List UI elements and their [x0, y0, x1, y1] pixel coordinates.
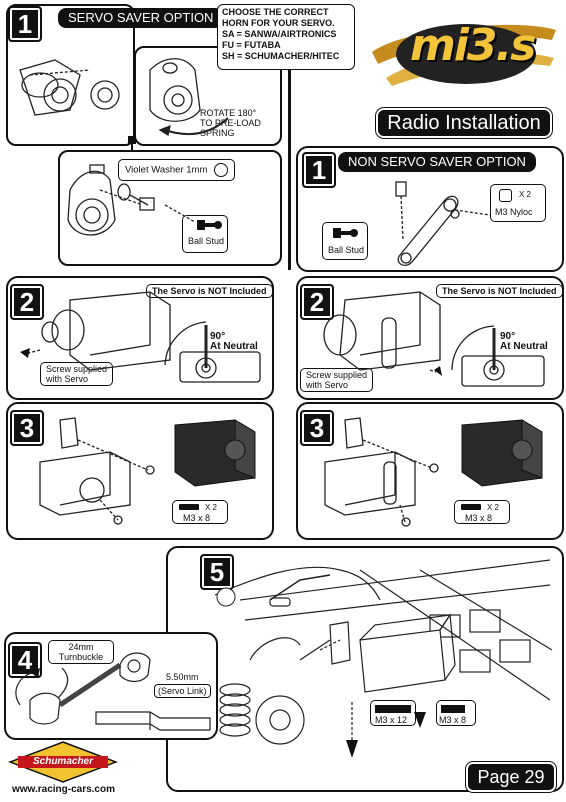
left-step1-title: SERVO SAVER OPTION	[58, 8, 224, 28]
nyloc-text: M3 Nyloc	[495, 207, 533, 217]
right-screw-line2: with Servo	[306, 380, 349, 390]
horn-note-line5: SH = SCHUMACHER/HITEC	[222, 51, 340, 61]
right-screw-line1: Screw supplied	[306, 370, 368, 380]
screw-m3x12-label: M3 x 12	[370, 700, 416, 726]
servo-image-left	[174, 419, 256, 487]
horn-note-line1: CHOOSE THE CORRECT	[222, 7, 329, 17]
left-step3-number: 3	[10, 410, 44, 446]
left-step2-number: 2	[10, 284, 44, 320]
right-angle-line1: 90°	[500, 331, 516, 342]
left-servo-note: The Servo is NOT Included	[146, 284, 273, 298]
left-step1-number: 1	[8, 6, 42, 42]
right-servo-note: The Servo is NOT Included	[436, 284, 563, 298]
right-cap-screw-icon	[461, 504, 481, 510]
rotate-line2: TO PRE-LOAD	[200, 118, 261, 128]
left-cap-screw-icon	[179, 504, 199, 510]
brand-name: Schumacher	[32, 756, 94, 767]
screw-m3x8-text: M3 x 8	[439, 715, 467, 725]
right-angle-line2: At Neutral	[500, 341, 548, 352]
right-screw-spec-size: M3 x 8	[465, 513, 493, 523]
right-screw-note: Screw supplied with Servo	[300, 368, 374, 392]
screw-m3x8-icon	[441, 705, 465, 713]
logo-swoosh-icon	[372, 24, 556, 86]
violet-washer-text: Violet Washer 1mm	[125, 164, 208, 176]
violet-washer-label: Violet Washer 1mm	[118, 159, 236, 181]
logo-text: mi3.s	[410, 20, 536, 71]
nut-icon	[499, 189, 512, 202]
nyloc-label: X 2 M3 Nyloc	[490, 184, 546, 222]
left-screw-note: Screw supplied with Servo	[40, 362, 114, 386]
step5-screw-b-icon	[414, 712, 426, 728]
left-screw-spec: X 2 M3 x 8	[172, 500, 228, 524]
page-number: Page 29	[468, 764, 554, 790]
screw-m3x12-text: M3 x 12	[375, 715, 408, 725]
right-screw-spec: X 2 M3 x 8	[454, 500, 510, 524]
left-screw-spec-qty: X 2	[205, 503, 218, 512]
right-ball-stud-label: Ball Stud	[322, 222, 368, 260]
nyloc-qty: X 2	[519, 190, 532, 199]
left-screw-spec-size: M3 x 8	[183, 513, 211, 523]
left-screw-line1: Screw supplied	[46, 364, 108, 374]
schumacher-logo: Schumacher	[8, 740, 118, 784]
step5-screw-icon	[346, 740, 358, 758]
mi3s-logo: mi3.s	[366, 8, 562, 96]
servo-image-right	[461, 419, 543, 487]
left-angle-line2: At Neutral	[210, 341, 258, 352]
left-screw-line2: with Servo	[46, 374, 89, 384]
right-ball-stud-icon	[333, 228, 358, 238]
rotate-note: ROTATE 180° TO PRE-LOAD SPRING	[200, 108, 261, 138]
servo-link-line1: 5.50mm	[166, 672, 199, 682]
ball-cup-icon	[216, 587, 236, 607]
turnbuckle-line2: Turnbuckle	[58, 652, 104, 662]
horn-note-line2: HORN FOR YOUR SERVO.	[222, 18, 335, 28]
right-ball-stud-text: Ball Stud	[328, 245, 365, 255]
right-step2-number: 2	[300, 284, 334, 320]
turnbuckle-line1: 24mm	[68, 642, 94, 652]
right-screw-icon	[434, 366, 442, 376]
right-step3-number: 3	[300, 410, 334, 446]
screw-m3x8-label: M3 x 8	[436, 700, 476, 726]
right-screw-spec-qty: X 2	[487, 503, 500, 512]
servo-link-note: 5.50mm (Servo Link)	[154, 672, 211, 698]
left-angle-line1: 90°	[210, 331, 226, 342]
left-screw-icon	[20, 348, 30, 358]
screw-m3x12-icon	[375, 705, 411, 713]
section-title: Radio Installation	[378, 110, 550, 136]
rotate-line1: ROTATE 180°	[200, 108, 257, 118]
turnbuckle-label: 24mm Turnbuckle	[48, 640, 114, 664]
washer-icon	[214, 163, 229, 177]
left-angle-note: 90° At Neutral	[210, 332, 258, 352]
rotate-line3: SPRING	[200, 128, 235, 138]
servo-link-line2: (Servo Link)	[154, 684, 211, 698]
horn-note-box: CHOOSE THE CORRECT HORN FOR YOUR SERVO. …	[217, 4, 355, 70]
horn-note-line4: FU = FUTABA	[222, 40, 281, 50]
right-step1-number: 1	[302, 152, 336, 188]
right-step1-title: NON SERVO SAVER OPTION	[338, 152, 536, 172]
website-link[interactable]: www.racing-cars.com	[12, 784, 115, 795]
brand-badge-icon	[8, 741, 118, 783]
step5-number: 5	[200, 554, 234, 590]
left-ball-stud-icon	[197, 220, 222, 230]
horn-note-line3: SA = SANWA/AIRTRONICS	[222, 29, 337, 39]
right-angle-note: 90° At Neutral	[500, 332, 548, 352]
left-ball-stud-text: Ball Stud	[188, 236, 225, 246]
column-divider	[288, 70, 291, 270]
